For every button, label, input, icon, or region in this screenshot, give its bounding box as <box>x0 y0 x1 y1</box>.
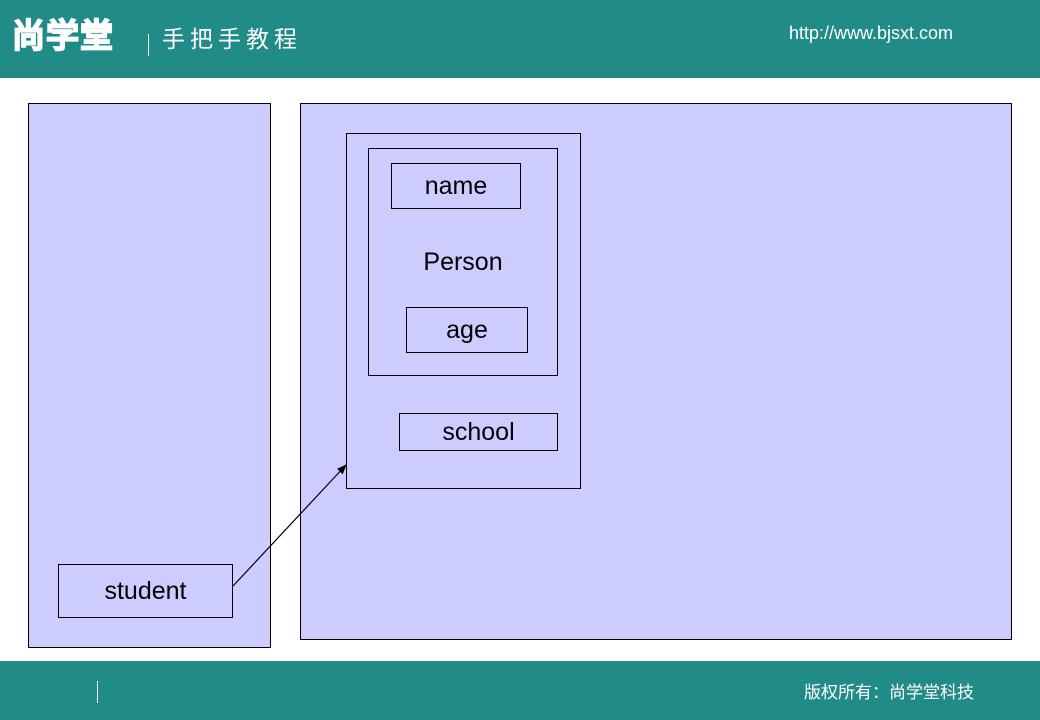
footer-bar: 版权所有：尚学堂科技 <box>0 661 1040 720</box>
site-url: http://www.bjsxt.com <box>789 23 954 43</box>
stack-memory-panel <box>28 103 271 648</box>
school-field-box: school <box>399 413 558 451</box>
name-field-box: name <box>391 163 521 209</box>
header-bar: 尚学堂 手把手教程 http://www.bjsxt.com <box>0 0 1040 78</box>
age-field-box: age <box>406 307 528 353</box>
footer-divider <box>97 681 98 703</box>
person-class-label: Person <box>423 248 503 276</box>
header-tagline: 手把手教程 <box>162 27 302 53</box>
brand-logo: 尚学堂 <box>11 15 114 56</box>
reference-arrow <box>232 464 347 587</box>
student-reference-variable: student <box>58 564 233 618</box>
header-divider <box>148 34 149 56</box>
copyright-text: 版权所有：尚学堂科技 <box>804 683 974 703</box>
